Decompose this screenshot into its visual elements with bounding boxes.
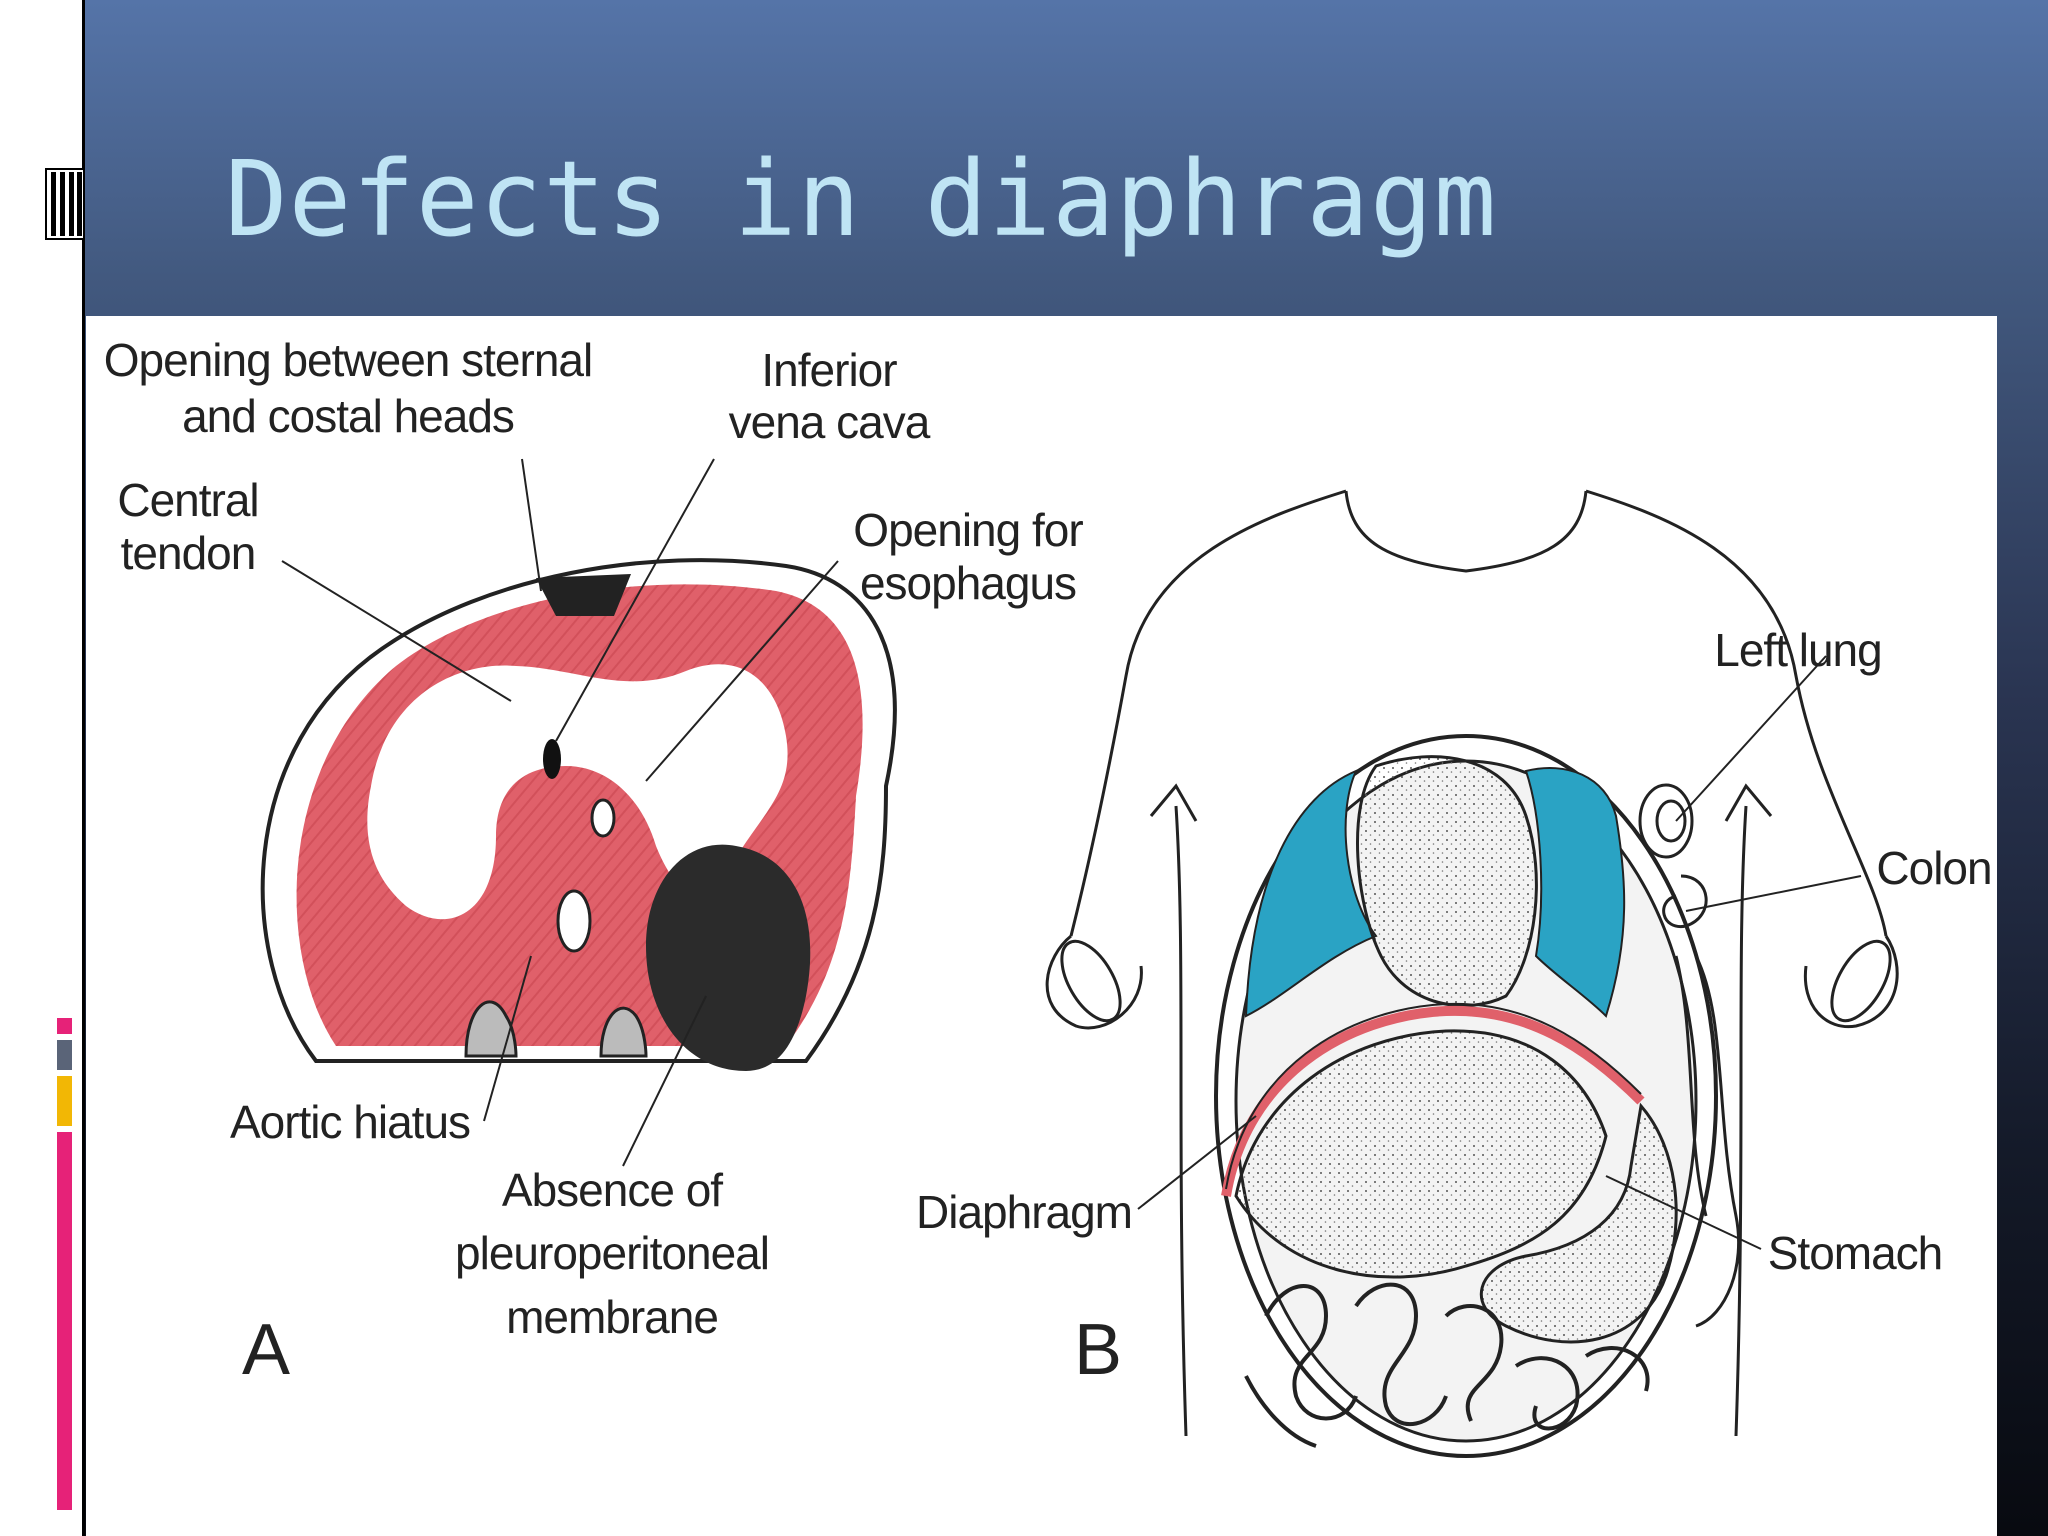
label-esophagus-1: Opening for [853, 504, 1083, 556]
ivc-opening [543, 739, 561, 779]
label-absence-2: pleuroperitoneal [455, 1227, 769, 1279]
window-pane-icon [45, 168, 85, 240]
label-stomach: Stomach [1768, 1227, 1943, 1279]
label-diaphragm: Diaphragm [916, 1186, 1132, 1238]
label-sternal-costal-2: and costal heads [182, 390, 514, 442]
left-margin-strip [0, 0, 85, 1536]
label-aortic-hiatus: Aortic hiatus [230, 1096, 470, 1148]
stomach-shape [1479, 1102, 1678, 1344]
diaphragm-line [1221, 1005, 1645, 1197]
label-absence-3: membrane [506, 1291, 718, 1343]
figure-illustration: Opening between sternal and costal heads… [104, 334, 1993, 1458]
torso-outline [1069, 489, 1888, 937]
label-absence-1: Absence of [502, 1164, 723, 1216]
left-lung-shape [1524, 767, 1626, 1018]
label-central-tendon-1: Central [117, 474, 258, 526]
liver [1234, 1029, 1608, 1279]
panel-letter-b: B [1074, 1310, 1122, 1390]
slide-title: Defects in diaphragm [225, 138, 1498, 260]
accent-bar-pink-tall [57, 1132, 72, 1510]
label-left-lung: Left lung [1714, 624, 1881, 676]
esophagus-opening [590, 798, 616, 838]
pleuroperitoneal-defect [646, 844, 811, 1071]
label-esophagus-2: esophagus [860, 557, 1076, 609]
label-sternal-costal-1: Opening between sternal [104, 334, 592, 386]
accent-bar-pink-small [57, 1018, 72, 1034]
aortic-hiatus-opening [556, 889, 592, 953]
accent-bar-yellow [57, 1076, 72, 1126]
label-colon: Colon [1876, 842, 1991, 894]
figure-a: Opening between sternal and costal heads… [104, 334, 1085, 1390]
label-ivc-2: vena cava [729, 396, 931, 448]
figure-b: Left lung Colon Diaphragm Stomach B [916, 489, 1993, 1458]
heart [1356, 755, 1538, 1008]
label-central-tendon-2: tendon [121, 527, 256, 579]
central-tendon-shape [367, 664, 788, 920]
intestine-coils [1244, 1282, 1650, 1448]
right-lung [1244, 769, 1378, 1018]
diaphragm-figure: Opening between sternal and costal heads… [86, 316, 1997, 1536]
label-ivc-1: Inferior [761, 344, 897, 396]
colon-coils [1638, 783, 1741, 1328]
panel-letter-a: A [242, 1310, 290, 1390]
accent-bar-gray [57, 1040, 72, 1070]
